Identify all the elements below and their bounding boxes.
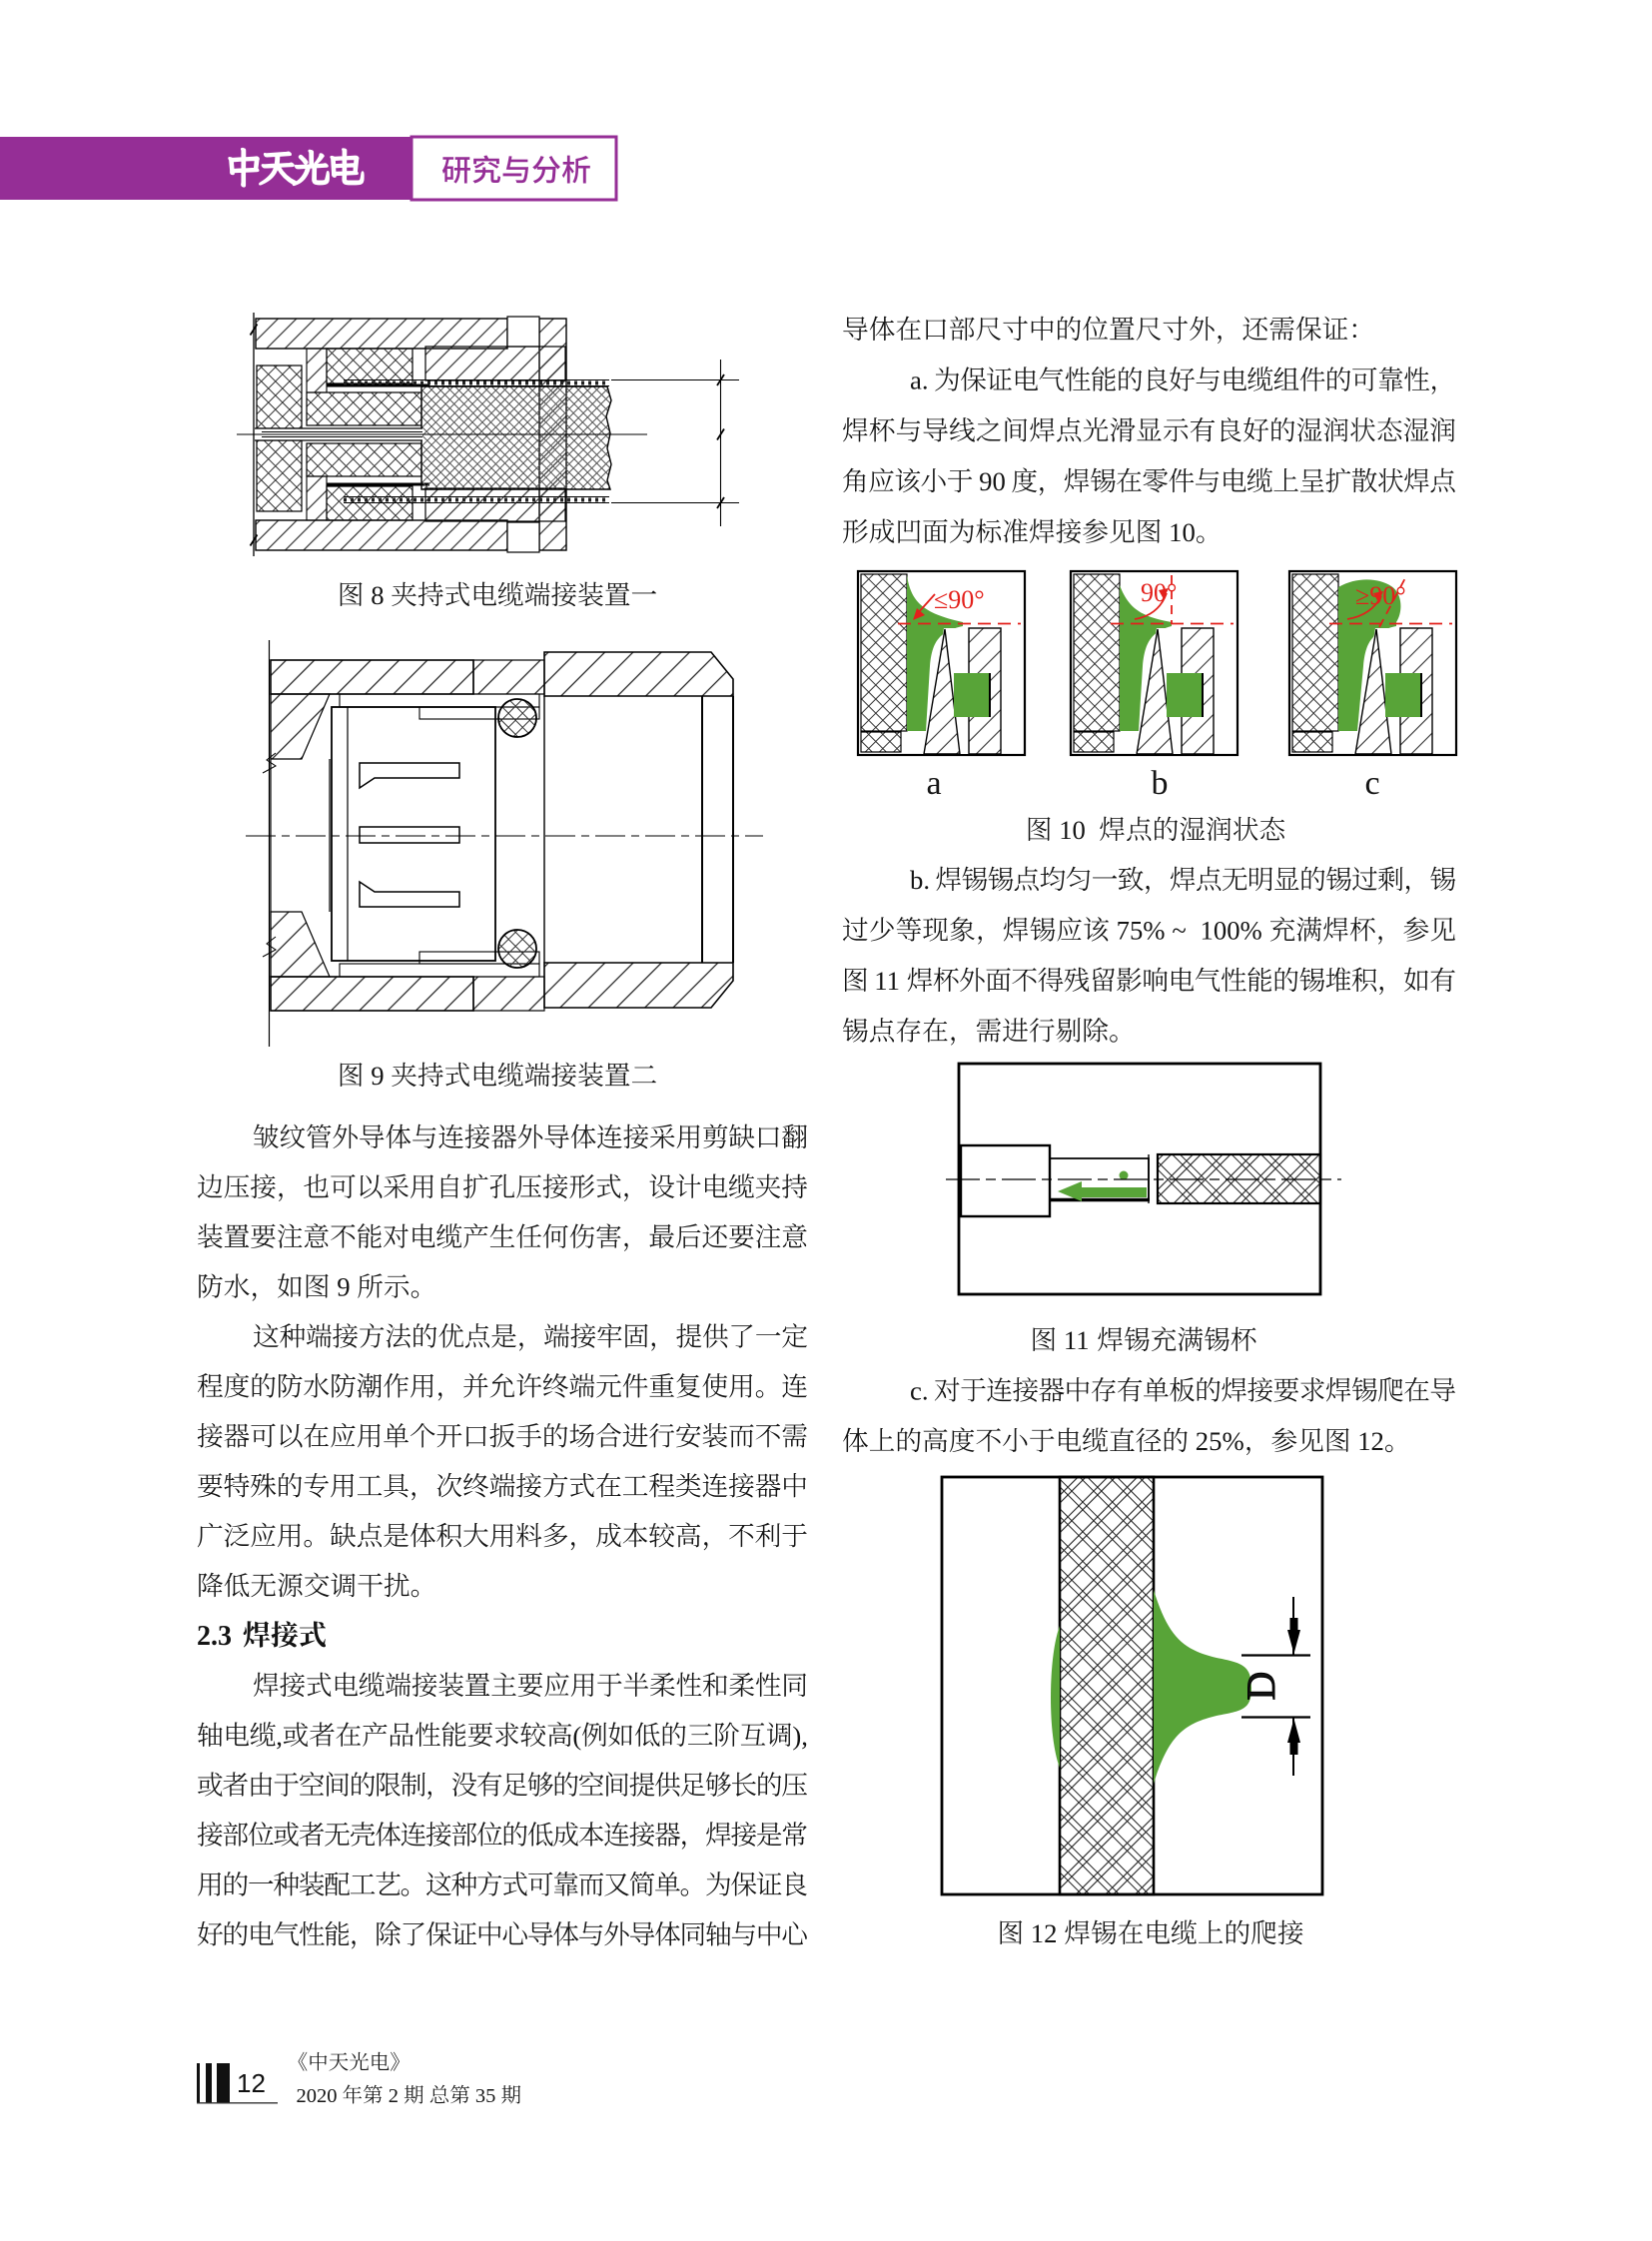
svg-text:(: ( bbox=[572, 1721, 581, 1751]
svg-text:),: ), bbox=[792, 1721, 808, 1751]
svg-text:a.: a. bbox=[910, 366, 929, 395]
svg-text:10: 10 bbox=[1059, 815, 1086, 845]
svg-text:c: c bbox=[1364, 765, 1379, 802]
svg-text:90: 90 bbox=[979, 466, 1006, 496]
svg-text:b: b bbox=[1152, 765, 1169, 802]
svg-text:35: 35 bbox=[475, 2085, 496, 2107]
svg-text:≤90°: ≤90° bbox=[934, 585, 985, 614]
svg-text:8: 8 bbox=[371, 580, 384, 610]
svg-text:12: 12 bbox=[1031, 1918, 1058, 1948]
svg-text:~: ~ bbox=[1172, 916, 1186, 946]
svg-text:,: , bbox=[276, 1721, 283, 1751]
svg-text:10: 10 bbox=[1169, 517, 1196, 547]
svg-text:12: 12 bbox=[237, 2068, 266, 2098]
svg-text:2.3: 2.3 bbox=[197, 1621, 232, 1652]
svg-text:2: 2 bbox=[389, 2085, 399, 2107]
svg-text:D: D bbox=[1239, 1672, 1283, 1701]
svg-text:9: 9 bbox=[337, 1272, 350, 1302]
svg-text:c.: c. bbox=[910, 1376, 929, 1406]
svg-text:2020: 2020 bbox=[297, 2085, 338, 2107]
svg-text:100%: 100% bbox=[1201, 916, 1262, 946]
svg-text:11: 11 bbox=[874, 966, 900, 996]
svg-text:12: 12 bbox=[1357, 1426, 1384, 1456]
svg-text:9: 9 bbox=[371, 1061, 384, 1091]
svg-text:75%: 75% bbox=[1117, 916, 1166, 946]
svg-text:a: a bbox=[926, 765, 941, 802]
svg-text:b.: b. bbox=[910, 865, 930, 895]
svg-text:25%: 25% bbox=[1196, 1426, 1244, 1456]
svg-text:11: 11 bbox=[1064, 1325, 1090, 1355]
